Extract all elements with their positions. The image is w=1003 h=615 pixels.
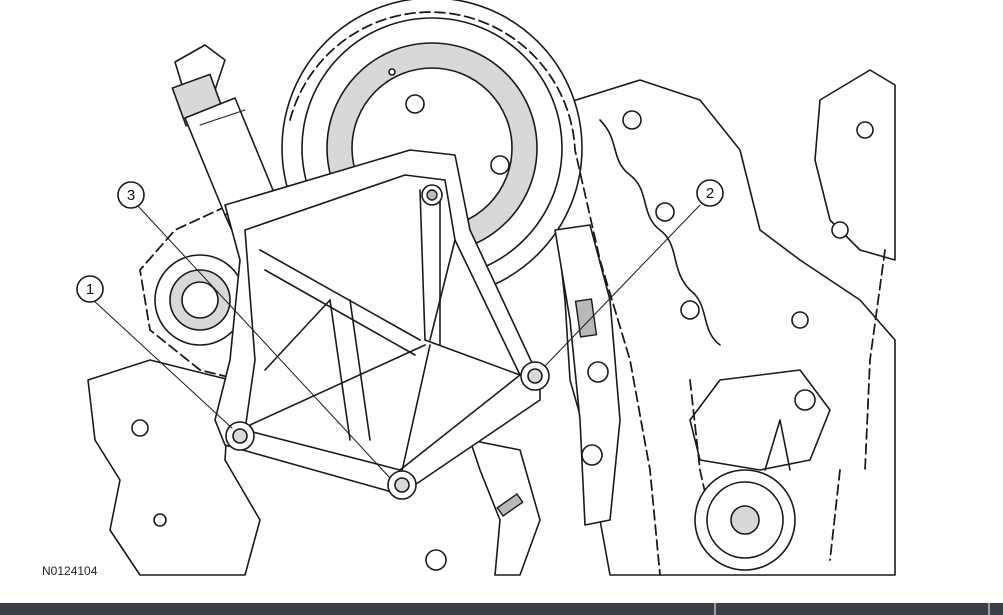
timing-chain-left bbox=[139, 199, 241, 381]
crankshaft-sprocket bbox=[689, 369, 831, 571]
callout-leaders bbox=[92, 204, 701, 479]
engine-block-right bbox=[554, 69, 896, 576]
idler-pulley-left bbox=[154, 254, 246, 346]
vct-bracket bbox=[214, 149, 550, 500]
callout-1: 1 bbox=[76, 275, 104, 303]
callout-3: 3 bbox=[117, 181, 145, 209]
footer-bar bbox=[0, 603, 1003, 615]
footer-bar-separator bbox=[714, 603, 716, 615]
lower-guide-rail bbox=[425, 439, 541, 576]
callout-2-label: 2 bbox=[706, 185, 714, 202]
callout-1-label: 1 bbox=[86, 281, 94, 298]
figure-reference-code: N0124104 bbox=[42, 564, 98, 578]
callout-2: 2 bbox=[696, 179, 724, 207]
callout-3-label: 3 bbox=[127, 187, 135, 204]
footer-bar-separator bbox=[988, 603, 990, 615]
timing-chain-primary bbox=[289, 11, 661, 576]
chain-guide bbox=[554, 224, 621, 526]
